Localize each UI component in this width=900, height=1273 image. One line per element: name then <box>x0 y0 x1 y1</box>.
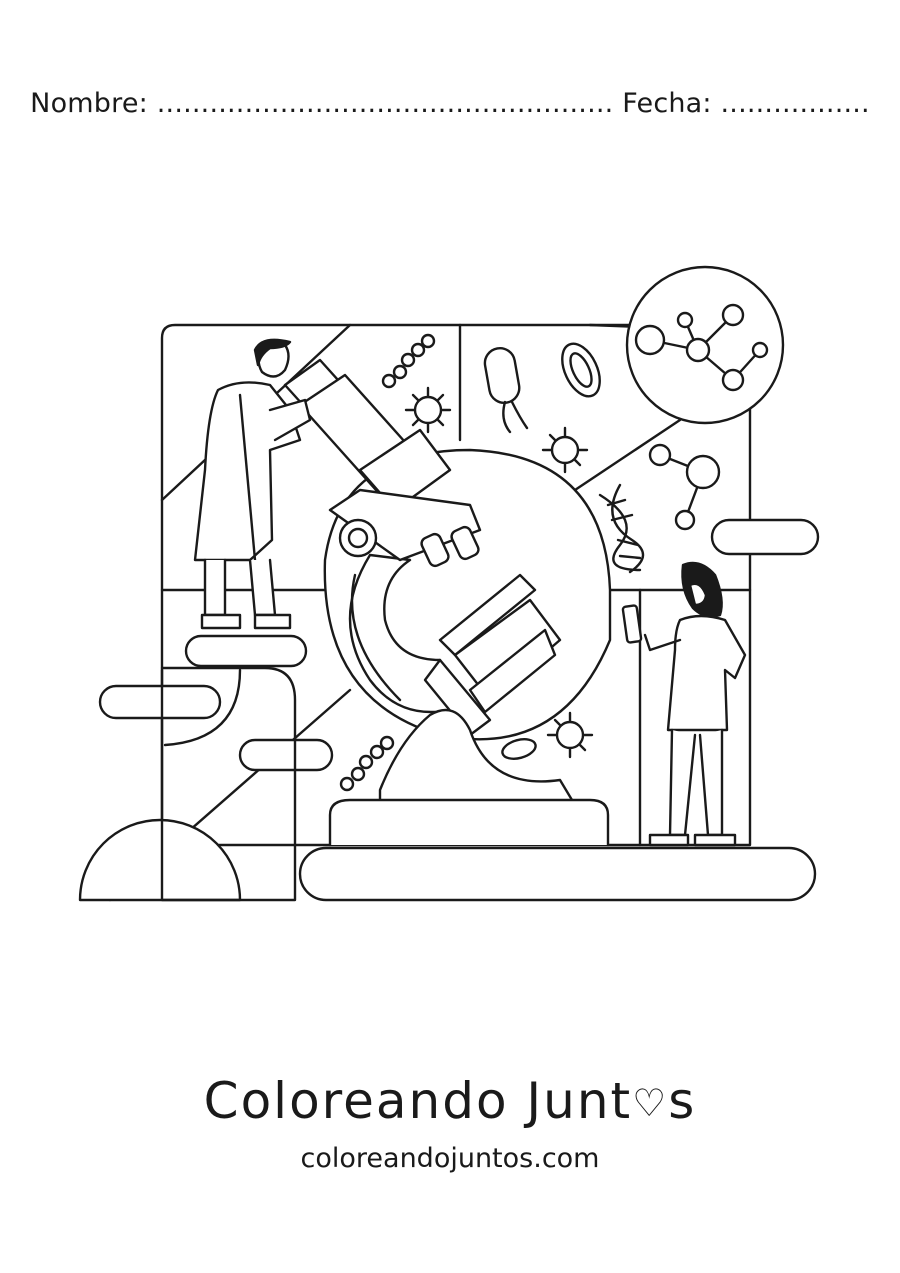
website-url[interactable]: coloreandojuntos.com <box>300 1143 600 1174</box>
brand-name-part2: s <box>668 1072 697 1130</box>
microscope <box>283 358 612 847</box>
name-blank: ........................................… <box>156 88 614 119</box>
microbes <box>339 333 645 792</box>
virus-bottom <box>546 711 594 759</box>
coloring-illustration <box>78 265 820 902</box>
decor-bars <box>98 518 820 902</box>
brand-logo: Coloreando Junt♡s <box>0 1072 900 1130</box>
name-label: Nombre: <box>30 88 148 119</box>
bacillus-top <box>483 346 529 434</box>
heart-icon: ♡ <box>632 1081 669 1125</box>
date-label: Fecha: <box>622 88 712 119</box>
bacteria-small <box>501 738 537 760</box>
virus-top <box>404 386 452 434</box>
brand-name-part1: Coloreando Junt <box>203 1072 633 1130</box>
chain-bacteria-bottom <box>339 735 395 792</box>
chain-bacteria-top <box>381 333 436 389</box>
virus-middle <box>541 426 589 474</box>
dna-strand <box>598 483 645 574</box>
molecule-bubble <box>625 265 785 425</box>
date-blank: ................. <box>720 88 870 119</box>
molecule-small <box>648 443 721 531</box>
scientist-male <box>193 338 312 630</box>
scientist-female <box>621 561 747 847</box>
half-circle <box>78 666 297 902</box>
worksheet-header: Nombre: ................................… <box>0 88 900 119</box>
bacteria-oval <box>561 342 601 398</box>
